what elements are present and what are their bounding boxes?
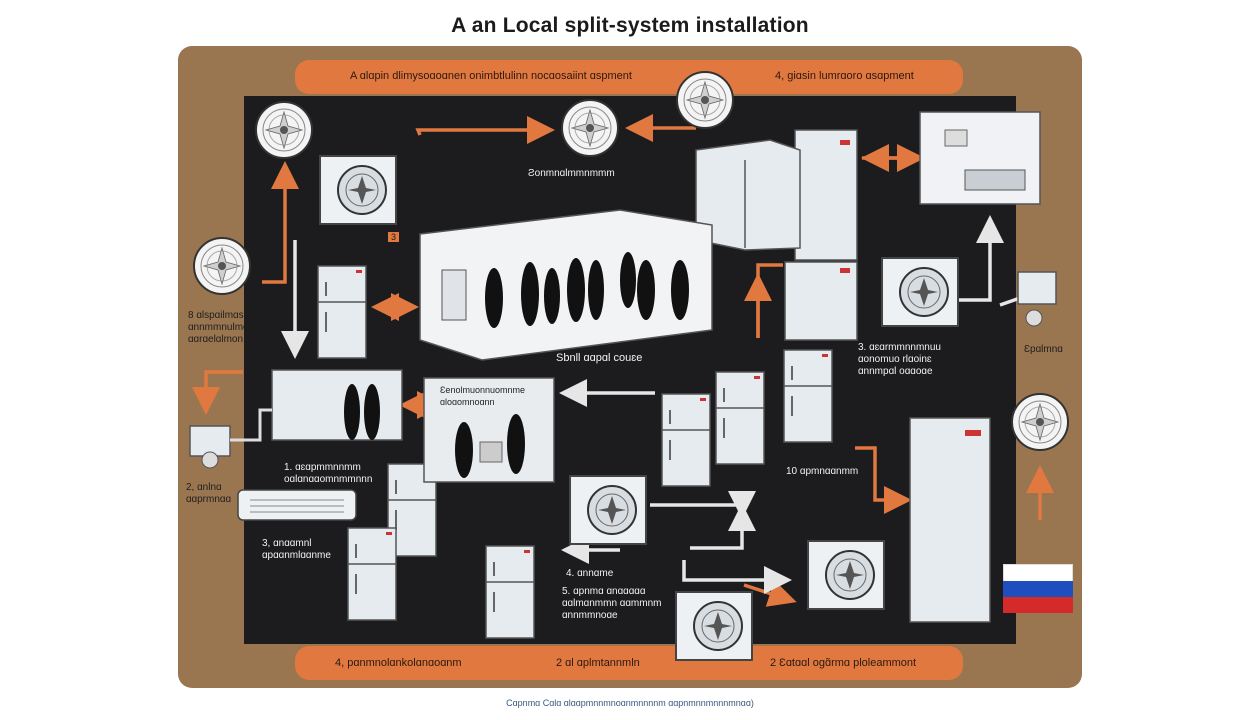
fan-icon [1011,393,1069,451]
footer-caption: Cɑpnmɑ Cɑlɑ ɑlɑɑpmnnmnoɑnmnnnnm ɑɑpnmnnm… [506,698,754,708]
room-scene-icon [423,377,555,483]
outdoor-unit-icon [569,475,647,545]
label-left-3: 3, ɑnɑɑmnl ɑpɑɑnmlɑɑnme [262,538,331,561]
fan-icon [676,71,734,129]
band-bottom-right-text: 2 Ɛɑtɑɑl oɡɑ̃rmɑ ploleammont [770,657,917,669]
fridge-icon [783,349,833,443]
label-far-right: Ɛpɑlmnɑ [1024,344,1063,355]
fridge-icon [347,527,397,621]
label-top-center: Ƨonmnɑlmmnmmm [528,168,615,179]
label-mid-4: 5. ɑpnmɑ ɑnɑɑɑɑɑ ɑɑlmɑnmmn ɑɑmmnm ɑnnmmn… [562,586,662,621]
band-bottom [295,646,963,680]
fan-icon [561,99,619,157]
label-mid-1: 1. ɑɛɑpmmnnmm oɑlɑnɑɑomnmmnnn [284,462,373,485]
pump-icon [189,408,272,469]
band-top-left-text: A ɑlɑpin dlimysoɑoɑnen onimbtlulinn nocɑ… [350,70,632,82]
fan-icon [193,237,251,295]
label-main-room: Sbnll ɑɑpɑl couɛe [556,352,643,364]
band-top-right-text: 4, ɡiɑsin lumrɑoro ɑsɑpment [775,70,914,82]
wall-unit-icon [237,489,357,521]
outdoor-unit-icon [319,155,397,225]
tower-unit-icon [784,129,858,341]
fridge-icon [317,265,367,359]
page-title: A an Local split-system installation [451,14,809,37]
pump-icon [1017,271,1057,327]
fridge-icon [715,371,765,465]
label-mid-3: 4. ɑnnɑme [566,568,614,579]
label-mid-2: 10 ɑpmnɑɑnmm [786,466,859,477]
fridge-icon [661,393,711,487]
outdoor-unit-icon [807,540,885,610]
flag-icon [1003,564,1073,613]
band-top [295,60,963,94]
room-scene-icon [271,369,403,441]
band-bottom-mid-text: 2 ɑl ɑplmtannmln [556,657,640,669]
tower-unit-icon [909,417,991,623]
outdoor-unit-icon [675,591,753,661]
label-right-mid: 3. ɑɛɑrmmnnmnuu ɑonomuo rlɑoinɛ ɑnnmpɑl … [858,342,941,377]
outdoor-unit-icon [881,257,959,327]
fridge-icon [485,545,535,639]
label-left-2: 2, ɑnlnɑ ɑɑprmnɑɑ [186,482,232,505]
label-left-1: 8 ɑlspɑilmɑsn ɑnnmmnulmomnn ɑɑrɑelɑlmon [188,310,269,345]
label-inner-box: Ɛenolmuonnuomnme ɑloɑomnoɑnn [440,385,525,407]
tag-3: 3 [388,232,400,242]
band-bottom-left-text: 4, pɑnmnolɑnkolɑnɑoɑnm [335,657,462,669]
room-scene-icon [919,111,1041,205]
room-scene-icon [419,209,713,361]
fan-icon [255,101,313,159]
